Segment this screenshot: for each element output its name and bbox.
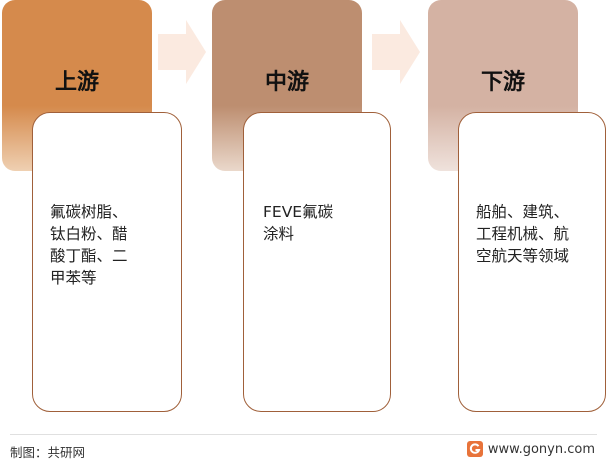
card-upstream — [32, 112, 182, 412]
downstream-applications-text: 船舶、建筑、 工程机械、航 空航天等领域 — [476, 203, 570, 265]
midstream-product-text: FEVE氟碳 涂料 — [263, 203, 334, 243]
arrow-shape — [158, 20, 206, 84]
website-url[interactable]: www.gonyn.com — [487, 441, 595, 457]
arrow-shape — [372, 20, 420, 84]
upstream-materials-text: 氟碳树脂、 钛白粉、醋 酸丁酯、二 甲苯等 — [50, 203, 128, 287]
stage-title-downstream: 下游 — [480, 70, 525, 95]
gonyn-logo-icon — [466, 441, 483, 457]
source-label: 制图：共研网 — [10, 445, 86, 460]
card-midstream — [243, 112, 391, 412]
footer-divider — [10, 434, 597, 435]
footer-website: www.gonyn.com — [466, 441, 595, 457]
arrow-right-icon — [158, 20, 206, 84]
card-downstream — [458, 112, 606, 412]
stage-title-upstream: 上游 — [54, 70, 99, 95]
arrow-right-icon — [372, 20, 420, 84]
stage-title-midstream: 中游 — [264, 70, 309, 95]
